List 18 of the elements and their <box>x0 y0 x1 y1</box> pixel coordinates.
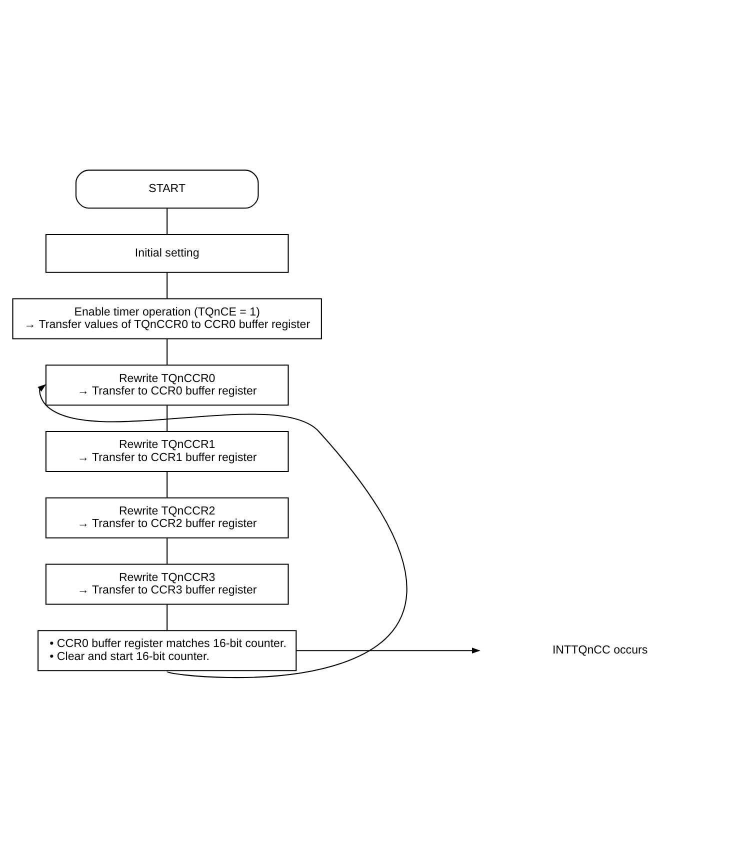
node-box: Rewrite TQnCCR1 → Transfer to CCR1 buffer register <box>45 430 289 472</box>
node-box: Enable timer operation (TQnCE = 1) → Transfer values of TQnCCR0 to CCR0 buffer register <box>12 298 322 340</box>
node-box: Rewrite TQnCCR2 → Transfer to CCR2 buffer register <box>45 497 289 538</box>
connector <box>166 472 168 498</box>
arrow <box>38 384 407 678</box>
connector <box>166 339 168 365</box>
node-box: Rewrite TQnCCR3 → Transfer to CCR3 buffer register <box>45 564 289 605</box>
node-box: Initial setting <box>45 234 289 273</box>
connector <box>166 604 168 630</box>
arrow <box>296 648 480 654</box>
connector <box>166 405 168 432</box>
connector <box>166 208 168 234</box>
node-box: Rewrite TQnCCR0 → Transfer to CCR0 buffer register <box>45 364 289 406</box>
node-text: INTTQnCC occurs <box>552 644 648 657</box>
connector <box>166 538 168 564</box>
node-box: • CCR0 buffer register matches 16-bit counter. • Clear and start 16-bit counter. <box>38 630 297 672</box>
connector <box>166 272 168 299</box>
node-box: START <box>75 170 259 209</box>
